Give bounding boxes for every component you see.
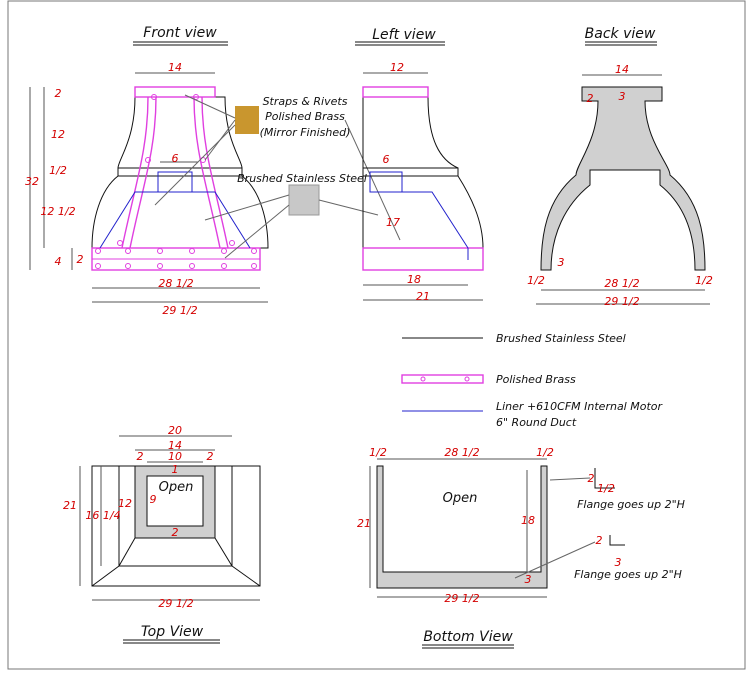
top-view: Open 20 14 10 2 2 1 21 16 1/4 12 9 2 29 … xyxy=(63,424,261,644)
dim-top-14: 14 xyxy=(168,439,182,452)
dim-front-upper: 12 xyxy=(51,128,65,141)
dim-left-18: 18 xyxy=(407,273,421,286)
legend-liner-label: Liner +610CFM Internal Motor xyxy=(496,400,663,413)
dim-back-outer: 29 1/2 xyxy=(604,295,639,308)
dim-front-total-height: 32 xyxy=(25,175,39,188)
dim-top-21: 21 xyxy=(63,499,77,512)
dim-left-depth: 17 xyxy=(386,216,400,229)
brass-swatch xyxy=(235,106,259,134)
straps-label-2: Polished Brass xyxy=(265,110,345,123)
dim-top-10: 10 xyxy=(168,450,182,463)
dim-top-9: 9 xyxy=(150,493,157,506)
dim-front-inner-width: 28 1/2 xyxy=(158,277,193,290)
dim-flange-half: 1/2 xyxy=(597,482,615,495)
flange-label-1: Flange goes up 2"H xyxy=(577,498,685,511)
dim-top-2-left: 2 xyxy=(137,450,144,463)
bottom-view-title: Bottom View xyxy=(423,629,513,645)
dim-front-outer-width: 29 1/2 xyxy=(162,304,197,317)
back-view: Back view 14 2 3 3 1/2 1/2 28 1/2 29 1/2 xyxy=(527,26,713,308)
dim-back-3: 3 xyxy=(619,90,626,103)
dim-flange-3: 3 xyxy=(615,556,622,569)
sheet-border xyxy=(7,0,746,670)
dim-front-band: 1/2 xyxy=(49,164,67,177)
dim-front-lower: 12 1/2 xyxy=(40,205,75,218)
dim-back-inner: 28 1/2 xyxy=(604,277,639,290)
dim-bot-29half: 29 1/2 xyxy=(444,592,479,605)
straps-label-1: Straps & Rivets xyxy=(263,95,348,108)
dim-left-top: 12 xyxy=(390,61,404,74)
legend-liner-label-2: 6" Round Duct xyxy=(496,416,577,429)
dim-bot-3: 3 xyxy=(525,573,532,586)
dim-flange-2a: 2 xyxy=(588,472,595,485)
dim-flange-2b: 2 xyxy=(596,534,603,547)
steel-label: Brushed Stainless Steel xyxy=(237,172,367,185)
dim-left-duct: 6 xyxy=(383,153,390,166)
legend-brass-label: Polished Brass xyxy=(496,373,576,386)
dim-front-top-band: 2 xyxy=(55,87,62,100)
dim-bot-18: 18 xyxy=(521,514,535,527)
left-view-title: Left view xyxy=(372,27,436,43)
straps-label-3: (Mirror Finished) xyxy=(260,126,351,139)
front-view-title: Front view xyxy=(143,25,217,41)
dim-left-21: 21 xyxy=(416,290,430,303)
dim-front-base: 4 xyxy=(55,255,62,268)
dim-back-3b: 3 xyxy=(558,256,565,269)
dim-top-12: 12 xyxy=(118,497,132,510)
dim-front-width-top: 14 xyxy=(168,61,182,74)
callouts: Straps & Rivets Polished Brass (Mirror F… xyxy=(154,94,401,259)
top-view-title: Top View xyxy=(141,624,204,640)
top-open-label: Open xyxy=(159,480,194,495)
dim-bot-half-left: 1/2 xyxy=(369,446,387,459)
legend-brass-swatch xyxy=(401,374,484,384)
dim-front-base-b: 2 xyxy=(77,253,84,266)
dim-bot-half-right: 1/2 xyxy=(536,446,554,459)
dim-back-half-left: 1/2 xyxy=(527,274,545,287)
dim-back-half-right: 1/2 xyxy=(695,274,713,287)
bottom-view: Open 1/2 28 1/2 1/2 21 18 3 29 1/2 2 1/2… xyxy=(357,446,685,649)
left-view: Left view 12 6 17 18 21 xyxy=(355,27,484,303)
dim-back-2: 2 xyxy=(587,92,594,105)
dim-top-1: 1 xyxy=(172,463,179,476)
back-view-title: Back view xyxy=(585,26,656,42)
dim-bot-21: 21 xyxy=(357,517,371,530)
dim-front-duct: 6 xyxy=(172,152,179,165)
dim-top-16: 16 1/4 xyxy=(85,509,120,522)
dim-top-20: 20 xyxy=(168,424,182,437)
front-view: Front view xyxy=(25,25,269,317)
steel-swatch xyxy=(288,184,320,216)
bottom-open-label: Open xyxy=(443,491,478,506)
flange-label-2: Flange goes up 2"H xyxy=(574,568,682,581)
dim-top-2-bottom: 2 xyxy=(172,526,179,539)
dim-top-2-right: 2 xyxy=(207,450,214,463)
legend: Brushed Stainless Steel Polished Brass L… xyxy=(401,332,663,429)
legend-steel-label: Brushed Stainless Steel xyxy=(496,332,626,345)
dim-top-29half: 29 1/2 xyxy=(158,597,193,610)
dim-back-top: 14 xyxy=(615,63,629,76)
dim-bot-28half: 28 1/2 xyxy=(444,446,479,459)
